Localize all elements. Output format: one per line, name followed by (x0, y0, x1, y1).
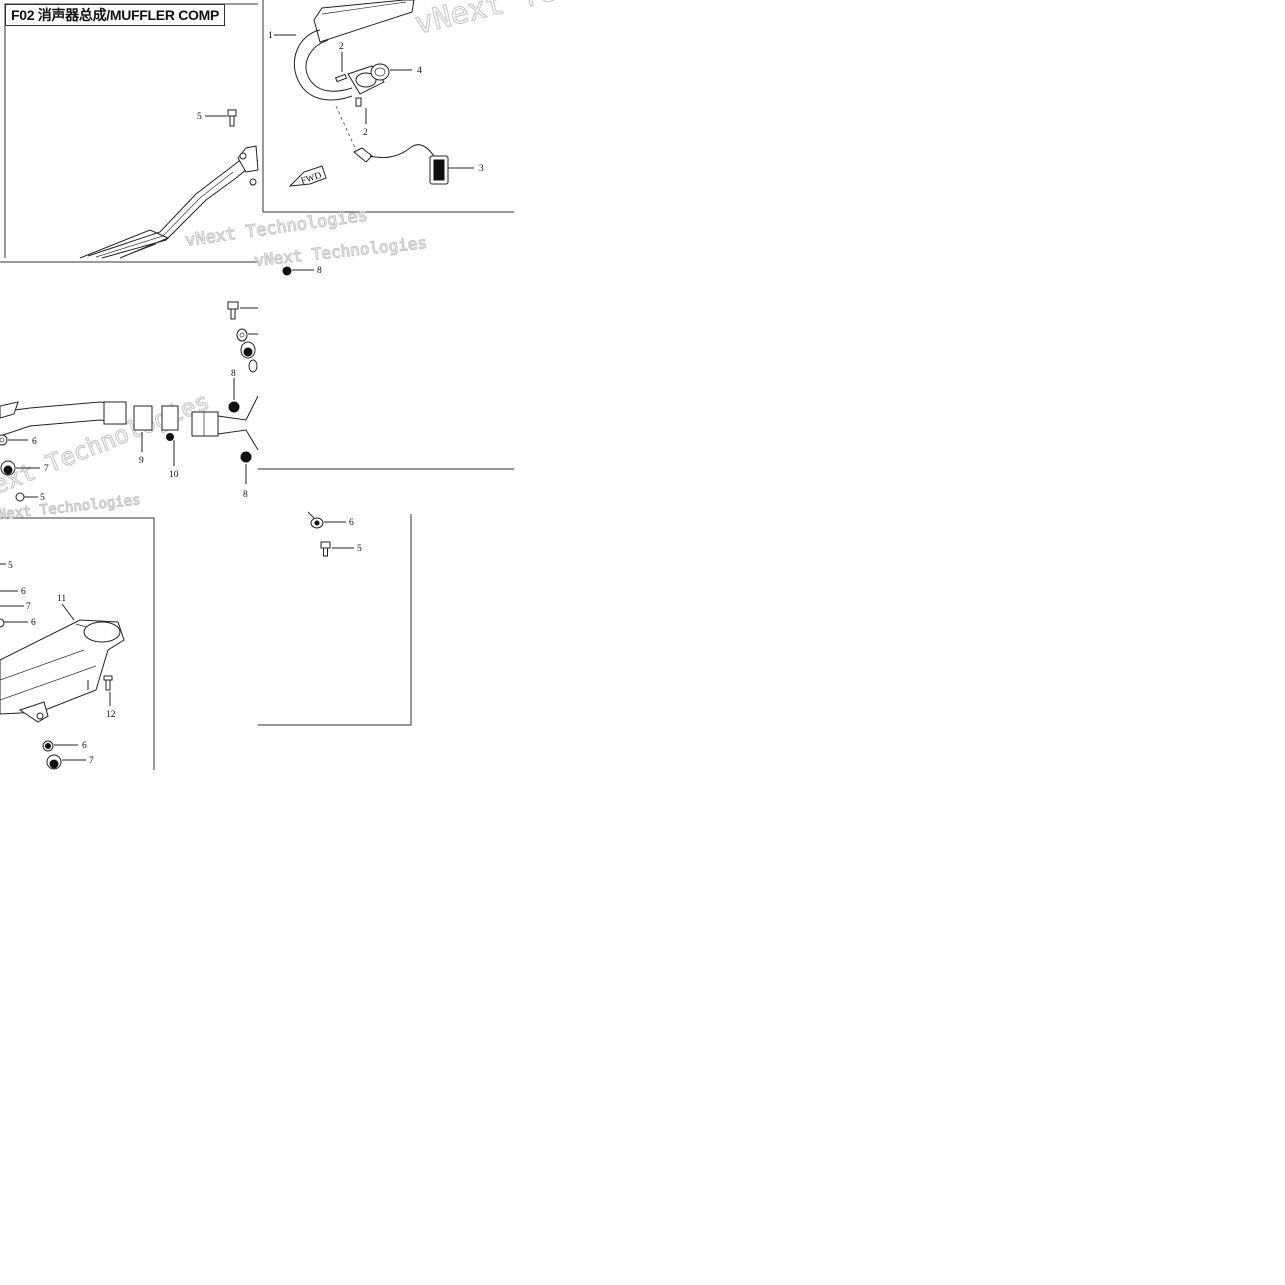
callout-6: 6 (31, 618, 36, 628)
top-left-view: 5 (79, 109, 259, 259)
callout-8: 8 (231, 369, 236, 379)
callout-7: 7 (89, 756, 94, 766)
callout-6: 6 (21, 587, 26, 597)
callout-5: 5 (40, 493, 45, 503)
bottom-right-view: 6 5 (307, 511, 362, 557)
callout-10: 10 (169, 470, 179, 480)
callout-1: 1 (268, 31, 273, 41)
callout-5: 5 (357, 544, 362, 554)
callout-12: 12 (106, 710, 116, 720)
callout-5: 5 (197, 112, 202, 122)
watermark-text: vNext Technologies (253, 233, 427, 270)
callout-9: 9 (139, 456, 144, 466)
callout-6: 6 (32, 437, 37, 447)
callout-11: 11 (57, 594, 66, 604)
bottom-left-view: 5 6 7 6 11 12 (0, 561, 125, 770)
callout-7: 7 (26, 602, 31, 612)
callout-8: 8 (317, 266, 322, 276)
bolt-5-top-left: 5 (197, 109, 237, 127)
callout-3: 3 (479, 164, 484, 174)
callout-5: 5 (8, 561, 13, 571)
watermark-text: vNext Technologies (411, 0, 735, 42)
middle-view: 9 10 (0, 266, 322, 503)
page-title: F02 消声器总成/MUFFLER COMP (5, 4, 225, 26)
callout-2: 2 (363, 128, 368, 138)
fwd-arrow-icon: FWD (288, 165, 327, 187)
callout-7: 7 (44, 464, 49, 474)
panel-frames (0, 0, 514, 770)
callout-8: 8 (243, 490, 248, 500)
callout-6: 6 (349, 518, 354, 528)
hardware-stack: 8 8 8 (227, 266, 322, 500)
callout-6: 6 (82, 741, 87, 751)
callout-2: 2 (339, 42, 344, 52)
top-right-view: 1 4 2 2 3 (268, 0, 484, 187)
callout-4: 4 (417, 66, 422, 76)
